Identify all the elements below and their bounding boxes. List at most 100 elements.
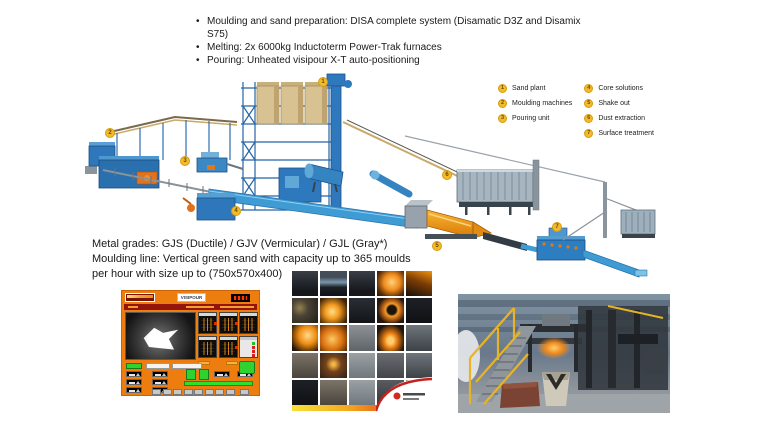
marker-6: 6 [442, 170, 452, 180]
marker-7: 7 [552, 222, 562, 232]
bullet-text: Moulding and sand preparation: DISA comp… [207, 16, 581, 40]
production-line-illustration [85, 73, 656, 278]
legend-label: Moulding machines [512, 99, 573, 107]
hmi-logo [125, 293, 155, 302]
dust-extraction [456, 159, 540, 215]
marker-4: 4 [231, 206, 241, 216]
collage-tile [405, 352, 432, 378]
yellow-railing-right [607, 305, 664, 319]
hmi-graph-panel [218, 312, 238, 334]
legend-item: 5 Shake out [584, 98, 654, 108]
legend-item: 3 Pouring unit [498, 113, 572, 123]
collage-tile [348, 352, 376, 378]
bullet-dot: • [196, 55, 200, 66]
shake-out [404, 200, 556, 257]
brand-gradient-strip [292, 405, 432, 411]
bullet-item: • Melting: 2x 6000kg Inductoterm Power-T… [196, 41, 600, 54]
collage-tile [292, 298, 319, 324]
hmi-graph-panel [239, 312, 258, 334]
number-badge: 4 [584, 83, 594, 93]
brand-corner-logo [376, 377, 432, 413]
marker-2: 2 [105, 128, 115, 138]
dust-collector-2 [562, 182, 656, 241]
metal-line: per hour with size up to (750x570x400) [92, 268, 283, 280]
legend-item: 6 Dust extraction [584, 113, 654, 123]
foundry-photo [458, 294, 670, 413]
furnace-photo-collage [292, 271, 432, 413]
hmi-led-display [231, 294, 250, 302]
hmi-status-panel [239, 336, 258, 359]
hmi-tag [198, 360, 210, 365]
number-badge: 7 [584, 128, 594, 138]
bullet-item: • Moulding and sand preparation: DISA co… [196, 15, 600, 41]
light-equipment-left [458, 330, 480, 382]
collage-tile [348, 379, 376, 405]
number-badge: 6 [584, 113, 594, 123]
collage-tile [292, 352, 319, 378]
hmi-green-button [239, 361, 255, 374]
ladle [542, 372, 570, 406]
moulding-machines [85, 142, 160, 189]
sand-cooler-drum [304, 163, 413, 198]
bullet-dot: • [196, 42, 200, 53]
number-badge: 2 [498, 98, 507, 108]
collage-tile [405, 298, 432, 324]
sand-plant [241, 73, 352, 211]
surface-treatment [536, 227, 648, 278]
hmi-graph-panel [218, 336, 238, 359]
collage-tile [377, 298, 404, 324]
legend-label: Shake out [598, 99, 630, 107]
hmi-readout [126, 387, 142, 393]
legend-label: Pouring unit [512, 114, 550, 122]
hmi-button-row [152, 389, 249, 395]
hmi-readout [214, 371, 230, 377]
metal-line: Metal grades: GJS (Ductile) / GJV (Vermi… [92, 238, 388, 250]
collage-tile [377, 325, 404, 351]
hmi-readout [152, 371, 168, 377]
metal-grades-text: Metal grades: GJS (Ductile) / GJV (Vermi… [92, 237, 411, 282]
foundry-photo-scene [458, 300, 670, 413]
collage-tile [348, 298, 376, 324]
legend-label: Dust extraction [598, 114, 645, 122]
bullet-dot: • [196, 16, 200, 27]
collage-tile [292, 325, 319, 351]
pouring-unit [196, 152, 244, 173]
hmi-tag [226, 360, 238, 365]
hmi-graph-grid [198, 312, 258, 359]
hmi-readout [152, 379, 168, 385]
bullet-item: • Pouring: Unheated visipour X-T auto-po… [196, 54, 600, 67]
collage-tile [292, 379, 319, 405]
legend-item: 7 Surface treatment [584, 128, 654, 138]
hmi-green-button [186, 369, 196, 380]
hmi-field [146, 363, 170, 369]
bullet-text: Pouring: Unheated visipour X-T auto-posi… [207, 55, 420, 66]
hmi-readout [126, 379, 142, 385]
sand-hoppers [256, 82, 328, 125]
marker-5: 5 [432, 241, 442, 251]
hmi-camera-view [125, 312, 196, 360]
bullet-text: Melting: 2x 6000kg Inductoterm Power-Tra… [207, 42, 442, 53]
number-badge: 5 [584, 98, 594, 108]
collage-tile [405, 325, 432, 351]
collage-tile [348, 271, 376, 297]
legend-column-1: 1 Sand plant 2 Moulding machines 3 Pouri… [498, 83, 573, 137]
bullet-list: • Moulding and sand preparation: DISA co… [196, 15, 600, 67]
collage-tile [320, 325, 347, 351]
material-bin [500, 382, 540, 408]
hmi-brand-label: VISIPOUR [177, 293, 206, 302]
legend-label: Core solutions [598, 84, 644, 92]
visipour-hmi-screenshot: VISIPOUR [121, 290, 260, 396]
number-badge: 3 [498, 113, 507, 123]
collage-tile [348, 325, 376, 351]
legend-item: 2 Moulding machines [498, 98, 573, 108]
hmi-field [172, 363, 202, 369]
collage-tile [320, 379, 347, 405]
legend-item: 1 Sand plant [498, 83, 572, 93]
diagram-legend: 1 Sand plant 2 Moulding machines 3 Pouri… [498, 83, 654, 138]
core-machine [182, 193, 236, 221]
legend-label: Sand plant [512, 84, 546, 92]
molten-metal-glow [537, 337, 571, 359]
logo-red-dot [393, 392, 401, 400]
legend-label: Surface treatment [598, 129, 654, 137]
